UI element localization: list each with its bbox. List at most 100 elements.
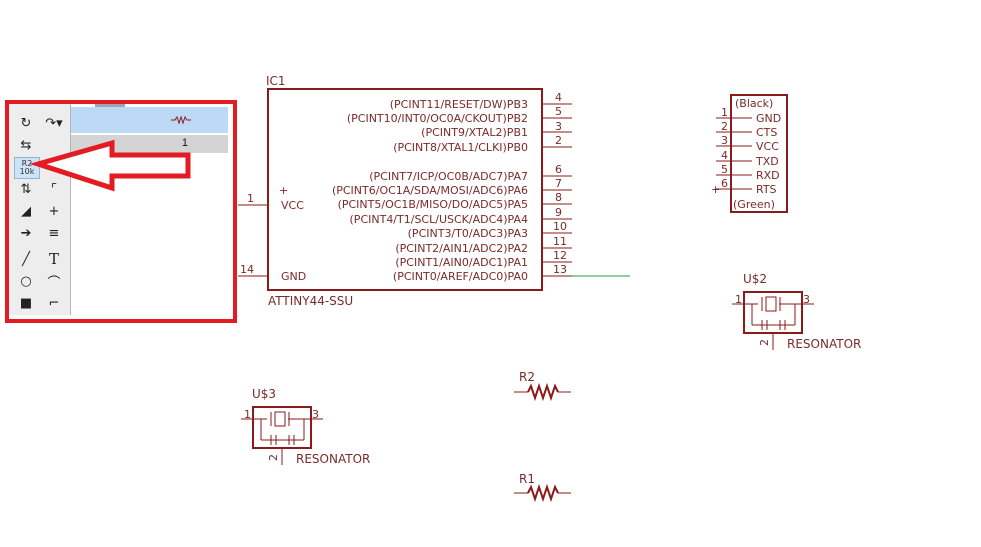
split-icon[interactable]: ⇅ <box>20 181 32 197</box>
svg-text:1: 1 <box>721 106 728 119</box>
ftdi-top-label: (Black) <box>735 97 773 110</box>
move-origin-icon[interactable]: + <box>48 203 60 219</box>
svg-text:8: 8 <box>555 191 562 204</box>
add-part-icon-top: R2 <box>21 159 33 168</box>
svg-text:3: 3 <box>721 134 728 147</box>
part-list-row[interactable]: 1 <box>71 135 228 153</box>
svg-text:U$2: U$2 <box>743 272 767 286</box>
ic1-pin[interactable]: (PCINT1/AIN0/ADC1)PA1 12 <box>395 249 572 269</box>
svg-text:11: 11 <box>553 235 567 248</box>
svg-text:(PCINT1/AIN0/ADC1)PA1: (PCINT1/AIN0/ADC1)PA1 <box>395 256 528 269</box>
svg-text:7: 7 <box>555 177 562 190</box>
pin-swap-icon[interactable]: ➔ <box>20 225 32 241</box>
svg-text:(PCINT3/T0/ADC3)PA3: (PCINT3/T0/ADC3)PA3 <box>408 227 528 240</box>
add-part-icon[interactable]: R2 10k <box>14 157 40 179</box>
svg-text:2: 2 <box>721 120 728 133</box>
move-icon[interactable]: ↻ <box>20 115 32 131</box>
svg-text:(PCINT4/T1/SCL/USCK/ADC4)PA4: (PCINT4/T1/SCL/USCK/ADC4)PA4 <box>350 213 528 226</box>
part-header-thumb <box>95 103 125 107</box>
svg-text:(PCINT0/AREF/ADC0)PA0: (PCINT0/AREF/ADC0)PA0 <box>393 270 528 283</box>
svg-text:6: 6 <box>555 163 562 176</box>
value-dropdown-icon[interactable]: ▾ <box>50 159 58 175</box>
line-tool-icon[interactable]: ╱ <box>22 251 30 267</box>
svg-text:(PCINT9/XTAL2)PB1: (PCINT9/XTAL2)PB1 <box>421 126 528 139</box>
ic1-pin[interactable]: (PCINT8/XTAL1/CLKI)PB0 2 <box>393 134 572 154</box>
resistor-preview-icon <box>171 115 191 125</box>
ic1-pin[interactable]: (PCINT9/XTAL2)PB1 3 <box>421 120 572 139</box>
svg-text:CTS: CTS <box>756 126 777 139</box>
svg-text:4: 4 <box>555 91 562 104</box>
ic1-vcc-pin[interactable]: 1 VCC + <box>238 184 304 212</box>
circle-tool-icon[interactable]: ○ <box>20 273 32 289</box>
ftdi-pin[interactable]: 2 CTS <box>716 120 777 139</box>
svg-text:9: 9 <box>555 206 562 219</box>
ic1-pin[interactable]: (PCINT3/T0/ADC3)PA3 10 <box>408 220 572 240</box>
svg-text:+: + <box>711 183 720 196</box>
ic1-part: ATTINY44-SSU <box>268 294 353 308</box>
ic1-pin[interactable]: (PCINT11/RESET/DW)PB3 4 <box>390 91 572 111</box>
svg-text:2: 2 <box>555 134 562 147</box>
mirror-icon[interactable]: ⇆ <box>20 137 32 153</box>
svg-text:R2: R2 <box>519 370 535 384</box>
ic1-pin[interactable]: (PCINT0/AREF/ADC0)PA0 13 <box>393 263 572 283</box>
svg-text:12: 12 <box>553 249 567 262</box>
ic1-pin[interactable]: (PCINT2/AIN1/ADC2)PA2 11 <box>395 235 572 255</box>
svg-text:U$3: U$3 <box>252 387 276 401</box>
svg-text:VCC: VCC <box>281 199 304 212</box>
svg-text:1: 1 <box>735 293 742 306</box>
resonator-us2[interactable]: U$2 1 3 2 RESONATOR <box>732 272 861 351</box>
arc-tool-icon[interactable]: ⌒ <box>47 275 61 291</box>
svg-text:4: 4 <box>721 149 728 162</box>
svg-text:3: 3 <box>312 408 319 421</box>
svg-text:R1: R1 <box>519 472 535 486</box>
svg-text:1: 1 <box>244 408 251 421</box>
svg-text:3: 3 <box>555 120 562 133</box>
smash-icon[interactable]: ◢ <box>21 203 31 219</box>
svg-text:(PCINT11/RESET/DW)PB3: (PCINT11/RESET/DW)PB3 <box>390 98 528 111</box>
ic1-pin[interactable]: (PCINT10/INT0/OC0A/CKOUT)PB2 5 <box>347 105 572 125</box>
ftdi-pin[interactable]: 3 VCC <box>716 134 779 153</box>
part-list: 1 <box>71 103 228 315</box>
part-list-row-selected[interactable] <box>71 107 228 133</box>
rect-tool-icon[interactable]: ■ <box>19 295 33 311</box>
ftdi-pin[interactable]: 4 TXD <box>716 149 779 168</box>
svg-text:3: 3 <box>803 293 810 306</box>
polygon-tool-icon[interactable]: ⌐ <box>48 295 60 311</box>
svg-text:RESONATOR: RESONATOR <box>296 452 370 466</box>
ic1-pin[interactable]: (PCINT5/OC1B/MISO/DO/ADC5)PA5 8 <box>338 191 572 211</box>
svg-text:2: 2 <box>758 339 771 346</box>
rotate-dropdown-icon[interactable]: ↷▾ <box>45 115 63 131</box>
ic1-pin[interactable]: (PCINT7/ICP/OC0B/ADC7)PA7 6 <box>369 163 572 183</box>
ic1-pin[interactable]: (PCINT4/T1/SCL/USCK/ADC4)PA4 9 <box>350 206 572 226</box>
svg-text:TXD: TXD <box>755 155 779 168</box>
part-row-value: 1 <box>181 137 188 149</box>
ftdi-pin[interactable]: 5 RXD <box>716 163 780 182</box>
svg-text:GND: GND <box>281 270 306 283</box>
svg-text:RESONATOR: RESONATOR <box>787 337 861 351</box>
miter-icon[interactable]: ⌜ <box>50 181 58 197</box>
svg-text:(PCINT8/XTAL1/CLKI)PB0: (PCINT8/XTAL1/CLKI)PB0 <box>393 141 528 154</box>
resistor-r2[interactable]: R2 <box>514 370 571 402</box>
svg-text:5: 5 <box>721 163 728 176</box>
ftdi-header-body[interactable] <box>730 94 788 213</box>
tool-panel: ↻ ↷▾ ⇆ R2 10k ▾ ⇅ ⌜ ◢ + ➔ ≡ ╱ T ○ ⌒ ■ ⌐ … <box>8 103 228 315</box>
ftdi-bottom-label: (Green) <box>733 198 775 211</box>
svg-text:VCC: VCC <box>756 140 779 153</box>
tool-column: ↻ ↷▾ ⇆ R2 10k ▾ ⇅ ⌜ ◢ + ➔ ≡ ╱ T ○ ⌒ ■ ⌐ <box>8 103 71 315</box>
ic1-pin[interactable]: (PCINT6/OC1A/SDA/MOSI/ADC6)PA6 7 <box>332 177 572 197</box>
text-tool-icon[interactable]: T <box>48 250 59 268</box>
svg-text:RXD: RXD <box>756 169 780 182</box>
svg-text:RTS: RTS <box>756 183 777 196</box>
resistor-r1[interactable]: R1 <box>514 472 571 503</box>
svg-text:GND: GND <box>756 112 781 125</box>
ic1-name: IC1 <box>266 74 286 88</box>
svg-text:14: 14 <box>240 263 254 276</box>
plus-mark: + <box>279 184 288 197</box>
svg-text:(PCINT7/ICP/OC0B/ADC7)PA7: (PCINT7/ICP/OC0B/ADC7)PA7 <box>369 170 528 183</box>
ic1-gnd-pin[interactable]: 14 GND <box>238 263 306 283</box>
gate-swap-icon[interactable]: ≡ <box>48 225 60 241</box>
resonator-us3[interactable]: U$3 1 3 2 RESONATOR <box>241 387 370 466</box>
ftdi-pin[interactable]: 1 GND <box>716 106 781 125</box>
